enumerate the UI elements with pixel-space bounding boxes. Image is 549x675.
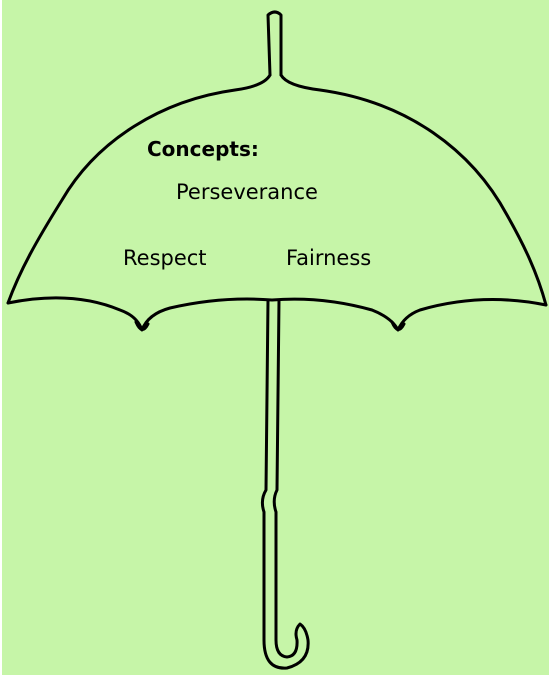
concept-fairness: Fairness <box>286 246 371 270</box>
umbrella-canopy-right <box>281 75 546 305</box>
concepts-heading: Concepts: <box>147 137 259 161</box>
umbrella-shaft <box>262 300 308 668</box>
concept-respect: Respect <box>123 246 207 270</box>
umbrella-tip <box>268 12 281 75</box>
concept-perseverance: Perseverance <box>176 180 318 204</box>
umbrella-canopy-edge <box>8 298 546 330</box>
